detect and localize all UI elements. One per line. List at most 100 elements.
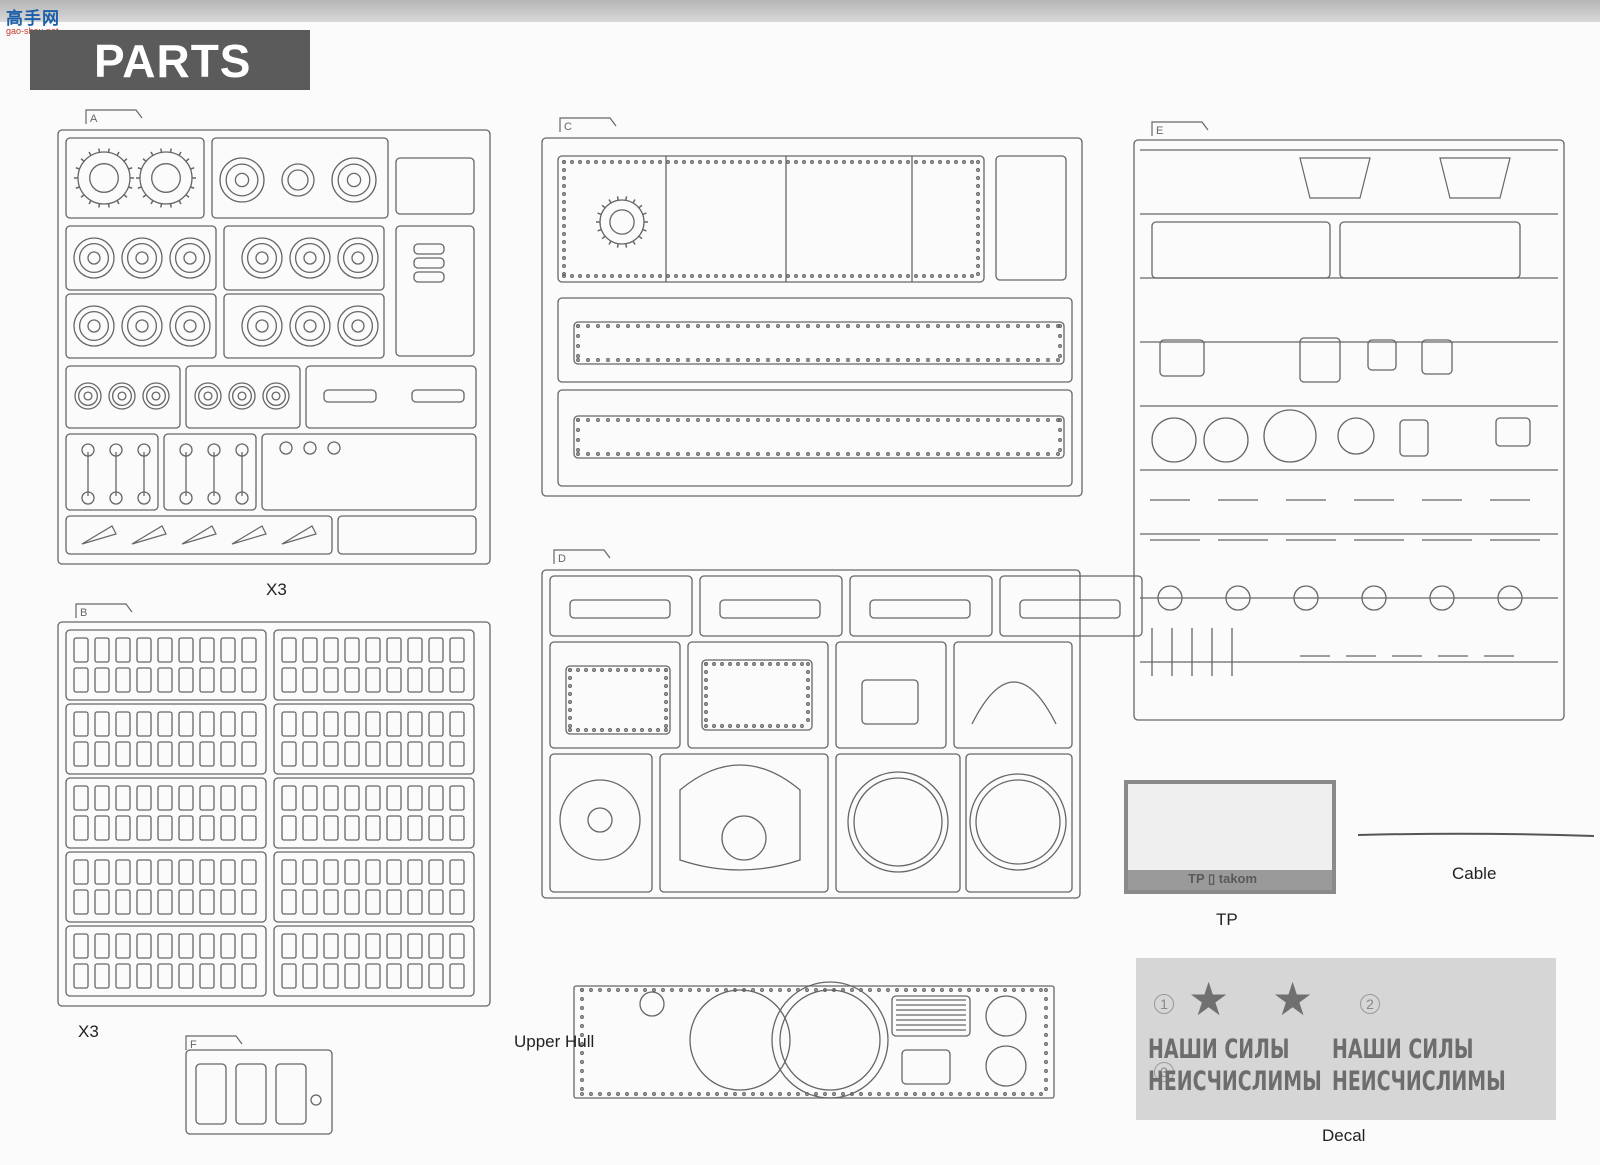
rivet: [586, 418, 590, 422]
track-link: [115, 637, 131, 663]
rivet: [576, 668, 580, 672]
track-link: [199, 815, 215, 841]
rivet: [967, 988, 971, 992]
track-link: [241, 815, 257, 841]
sprocket-tooth: [638, 235, 643, 240]
sprocket-tooth: [190, 186, 195, 189]
track-link: [365, 637, 381, 663]
road-wheel: [169, 237, 211, 279]
track-link: [73, 889, 89, 915]
hull-floor-plate: [557, 155, 985, 283]
track-link: [157, 963, 173, 989]
track-link: [241, 711, 257, 737]
track-link: [157, 785, 173, 811]
track-link: [449, 637, 465, 663]
rivet: [1006, 418, 1010, 422]
rivet: [866, 324, 870, 328]
rivet: [652, 1092, 656, 1096]
road-wheel: [121, 237, 163, 279]
rivet: [806, 358, 810, 362]
rivet: [576, 428, 580, 432]
rivet: [842, 160, 846, 164]
rivet: [616, 324, 620, 328]
sprue-tag-letter: A: [90, 113, 98, 125]
rivet: [1026, 452, 1030, 456]
rivet: [562, 216, 566, 220]
rivet: [1044, 1087, 1048, 1091]
rivet: [766, 358, 770, 362]
rivet: [1058, 418, 1062, 422]
rivet: [704, 670, 708, 674]
track-link: [157, 815, 173, 841]
rivet: [738, 274, 742, 278]
rivet: [1016, 418, 1020, 422]
track-link: [365, 859, 381, 885]
track-link: [94, 933, 110, 959]
rivet: [956, 418, 960, 422]
rivet: [816, 452, 820, 456]
track-link: [302, 667, 318, 693]
rivet: [686, 452, 690, 456]
sprocket-tooth: [150, 151, 154, 156]
sprocket-tooth: [142, 158, 147, 162]
rivet: [656, 668, 660, 672]
rivet: [586, 274, 590, 278]
turret-ring: [847, 771, 949, 873]
rivet: [720, 662, 724, 666]
track-link: [73, 741, 89, 767]
rivet: [589, 988, 593, 992]
rivet: [600, 668, 604, 672]
rivet: [580, 1069, 584, 1073]
rivet: [704, 724, 708, 728]
rivet: [826, 160, 830, 164]
track-link: [220, 667, 236, 693]
rivet: [756, 418, 760, 422]
rivet: [976, 248, 980, 252]
track-link: [302, 785, 318, 811]
rivet: [806, 678, 810, 682]
track-link: [115, 889, 131, 915]
rivet: [958, 988, 962, 992]
sprocket-tooth: [608, 199, 612, 204]
rivet: [882, 160, 886, 164]
rivet: [1044, 1051, 1048, 1055]
road-wheel-hub: [255, 319, 269, 333]
road-wheel-rim: [174, 242, 206, 274]
return-roller: [262, 382, 290, 410]
rivet: [674, 160, 678, 164]
sprue-a-cell: [65, 137, 205, 219]
rivet: [580, 1024, 584, 1028]
track-link: [428, 667, 444, 693]
rivet: [576, 334, 580, 338]
rivet: [866, 358, 870, 362]
track-link: [449, 711, 465, 737]
return-roller-rim: [111, 385, 133, 407]
rivet: [576, 358, 580, 362]
rivet: [636, 358, 640, 362]
rivet: [618, 274, 622, 278]
rivet: [810, 274, 814, 278]
sprue-d-cell: [953, 641, 1073, 749]
cupola-ring: [1263, 409, 1317, 463]
return-roller-hub: [271, 391, 281, 401]
box-part: [1495, 417, 1531, 447]
rivet: [994, 1092, 998, 1096]
rivet: [666, 160, 670, 164]
road-wheel: [169, 305, 211, 347]
rivet: [626, 274, 630, 278]
track-link: [407, 711, 423, 737]
track-link: [220, 933, 236, 959]
drive-sprocket: [139, 151, 193, 205]
return-roller-hub: [151, 391, 161, 401]
box-part: [1299, 337, 1341, 383]
bracket-part: [231, 525, 267, 545]
rivet: [562, 176, 566, 180]
track-link: [365, 963, 381, 989]
rivet: [776, 358, 780, 362]
rivet: [786, 274, 790, 278]
small-wheel: [1157, 585, 1183, 611]
rivet: [846, 324, 850, 328]
rivet: [769, 1092, 773, 1096]
sprue-a-cell: [211, 137, 389, 219]
sprue-tag-letter: C: [564, 121, 572, 133]
